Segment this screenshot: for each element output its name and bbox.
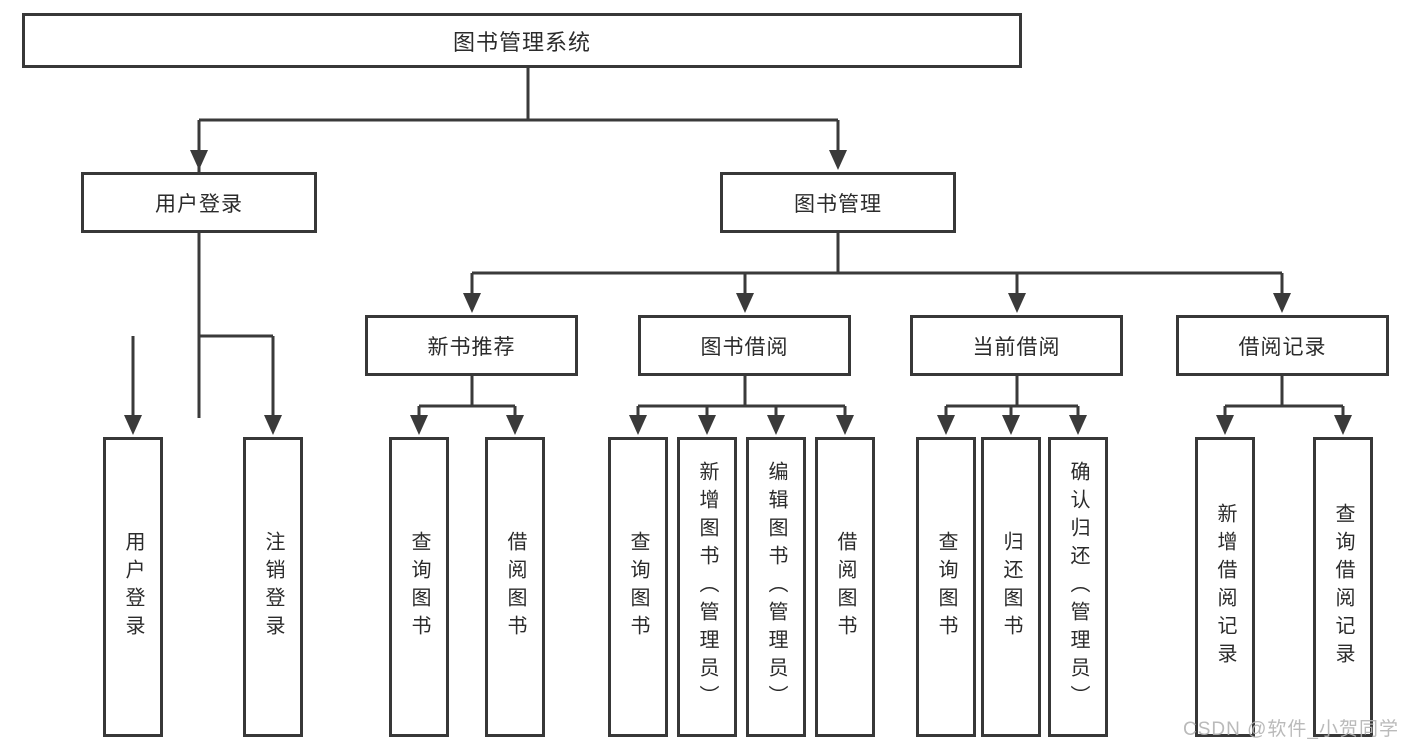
leaf-add-books-admin: 新增图书（管理员）	[677, 437, 737, 737]
node-new-book-recommend: 新书推荐	[365, 315, 578, 376]
arrowheads	[124, 150, 1352, 435]
leaf-confirm-return-admin: 确认归还（管理员）	[1048, 437, 1108, 737]
connector-borrow-children	[636, 376, 847, 418]
leaf-query-books-recommend: 查询图书	[389, 437, 449, 737]
leaf-user-login-label: 用户登录	[122, 531, 144, 643]
leaf-query-borrow-record-label: 查询借阅记录	[1332, 503, 1354, 671]
connector-record-children	[1223, 376, 1345, 418]
node-current-borrow: 当前借阅	[910, 315, 1123, 376]
leaf-add-borrow-record-label: 新增借阅记录	[1214, 503, 1236, 671]
leaf-add-borrow-record: 新增借阅记录	[1195, 437, 1255, 737]
leaf-logout: 注销登录	[243, 437, 303, 737]
node-book-management-label: 图书管理	[794, 192, 882, 216]
node-book-management: 图书管理	[720, 172, 956, 233]
node-new-book-recommend-label: 新书推荐	[427, 335, 516, 359]
connector-newrec-children	[417, 376, 517, 418]
node-library-system: 图书管理系统	[22, 13, 1022, 68]
leaf-add-books-admin-label: 新增图书（管理员）	[696, 461, 718, 713]
leaf-user-login: 用户登录	[103, 437, 163, 737]
leaf-logout-label: 注销登录	[262, 531, 284, 643]
leaf-borrow-books-recommend-label: 借阅图书	[504, 531, 526, 643]
node-book-borrow-label: 图书借阅	[700, 335, 789, 359]
leaf-edit-books-admin-label: 编辑图书（管理员）	[765, 461, 787, 713]
leaf-query-books-current: 查询图书	[916, 437, 976, 737]
leaf-borrow-books-recommend: 借阅图书	[485, 437, 545, 737]
node-user-login-branch-label: 用户登录	[155, 192, 243, 216]
node-library-system-label: 图书管理系统	[452, 29, 591, 55]
node-user-login-branch: 用户登录	[81, 172, 317, 233]
leaf-return-books-label: 归还图书	[1000, 531, 1022, 643]
leaf-query-books-current-label: 查询图书	[935, 531, 957, 643]
node-borrow-record: 借阅记录	[1176, 315, 1389, 376]
leaf-query-books-recommend-label: 查询图书	[408, 531, 430, 643]
leaf-query-books-borrow-label: 查询图书	[627, 531, 649, 643]
connector-root-to-level2	[197, 68, 840, 418]
leaf-query-borrow-record: 查询借阅记录	[1313, 437, 1373, 737]
node-book-borrow: 图书借阅	[638, 315, 851, 376]
leaf-edit-books-admin: 编辑图书（管理员）	[746, 437, 806, 737]
leaf-confirm-return-admin-label: 确认归还（管理员）	[1067, 461, 1089, 713]
node-borrow-record-label: 借阅记录	[1238, 335, 1327, 359]
leaf-query-books-borrow: 查询图书	[608, 437, 668, 737]
connector-curr-children	[944, 376, 1080, 418]
leaf-borrow-books: 借阅图书	[815, 437, 875, 737]
connector-login-children	[131, 334, 275, 418]
connector-bookmg-children	[470, 271, 1284, 296]
leaf-borrow-books-label: 借阅图书	[834, 531, 856, 643]
node-current-borrow-label: 当前借阅	[972, 335, 1061, 359]
csdn-watermark: CSDN @软件_小贺同学	[1183, 719, 1399, 740]
leaf-return-books: 归还图书	[981, 437, 1041, 737]
